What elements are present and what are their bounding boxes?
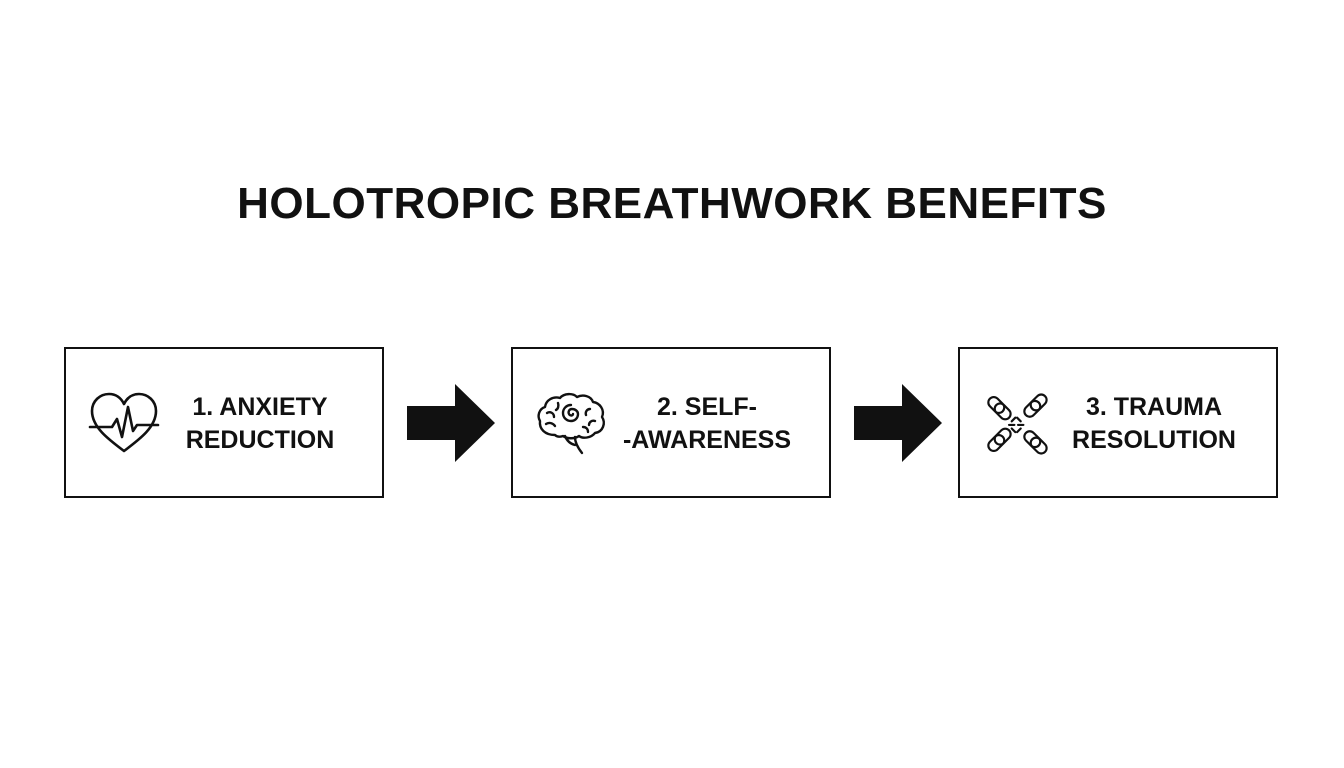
step-label-line2: RESOLUTION: [1072, 426, 1236, 454]
brain-icon: [535, 391, 607, 457]
step-label-line1: 3. TRAUMA: [1085, 393, 1223, 421]
step-label: 1. ANXIETY REDUCTION: [170, 391, 350, 457]
step-label-line2: REDUCTION: [185, 426, 335, 454]
step-box-self-awareness: 2. SELF- -AWARENESS: [511, 347, 831, 498]
step-box-anxiety-reduction: 1. ANXIETY REDUCTION: [64, 347, 384, 498]
diagram-title: HOLOTROPIC BREATHWORK BENEFITS: [237, 179, 1107, 228]
step-label-line2: -AWARENESS: [622, 426, 792, 454]
step-label: 3. TRAUMA RESOLUTION: [1064, 391, 1244, 457]
arrow-right-icon: [854, 384, 942, 462]
step-label: 2. SELF- -AWARENESS: [617, 391, 797, 457]
step-label-line1: 2. SELF-: [656, 393, 757, 421]
heartbeat-icon: [88, 391, 160, 457]
step-label-line1: 1. ANXIETY: [192, 393, 328, 421]
broken-chain-icon: [982, 391, 1054, 457]
arrow-right-icon: [407, 384, 495, 462]
step-box-trauma-resolution: 3. TRAUMA RESOLUTION: [958, 347, 1278, 498]
